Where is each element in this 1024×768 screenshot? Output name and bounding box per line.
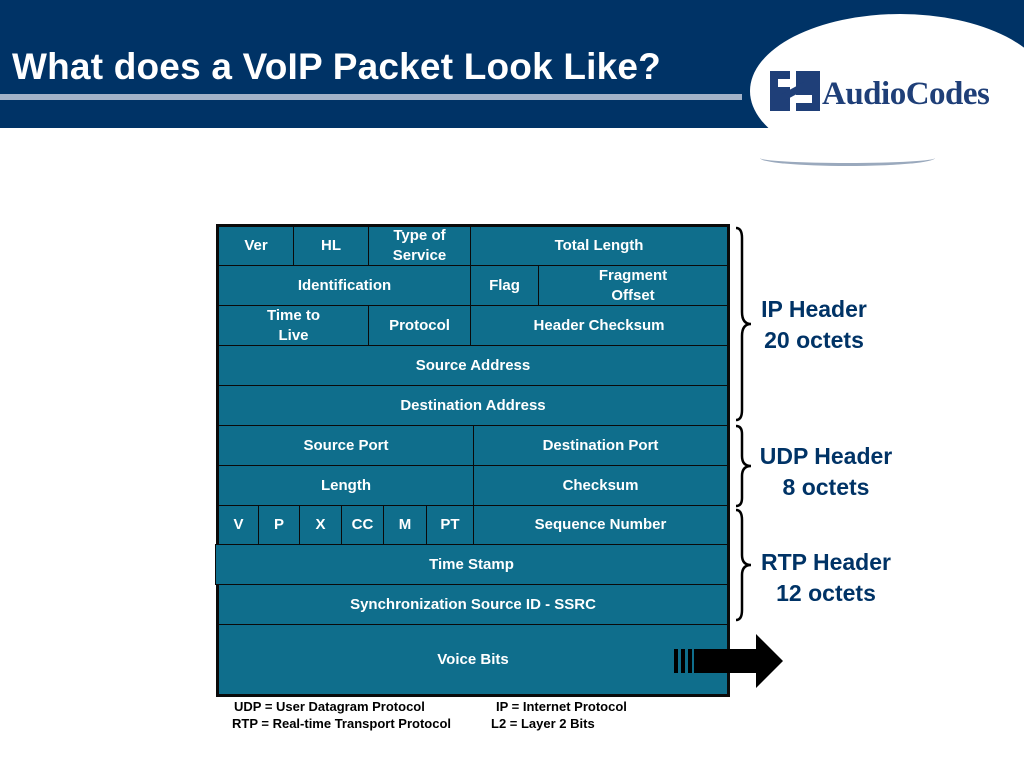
ip-header-length-field: HL (293, 226, 369, 266)
udp-length-field: Length (218, 465, 474, 506)
rtp-extension-field: X (299, 505, 342, 545)
packet-frame (216, 224, 730, 697)
rtp-padding-field: P (258, 505, 300, 545)
ip-version-field: Ver (218, 226, 294, 266)
ip-flag-field: Flag (470, 265, 539, 306)
rtp-header-brace (735, 508, 752, 622)
slide-title: What does a VoIP Packet Look Like? (12, 46, 661, 87)
audiocodes-logo-text: AudioCodes (822, 76, 990, 112)
ip-header-checksum-field: Header Checksum (470, 305, 728, 346)
title-banner: What does a VoIP Packet Look Like? (0, 0, 1024, 128)
legend-ip: IP = Internet Protocol (496, 699, 627, 714)
legend-rtp: RTP = Real-time Transport Protocol (232, 716, 452, 731)
rtp-header-size: 12 octets (776, 580, 876, 606)
logo-swoosh (760, 150, 935, 166)
ip-source-address-field: Source Address (218, 345, 728, 386)
audiocodes-logo-icon (770, 71, 820, 111)
ip-type-of-service-field: Type of Service (368, 226, 471, 266)
ip-destination-address-field: Destination Address (218, 385, 728, 426)
voice-bits-payload: Voice Bits (218, 624, 728, 695)
udp-header-size: 8 octets (782, 474, 870, 500)
rtp-header-label: RTP Header 12 octets (748, 547, 904, 609)
udp-source-port-field: Source Port (218, 425, 474, 466)
rtp-marker-field: M (383, 505, 427, 545)
udp-header-brace (735, 424, 752, 508)
ip-protocol-field: Protocol (368, 305, 471, 346)
rtp-header-name: RTP Header (761, 549, 891, 575)
rtp-time-stamp-field: Time Stamp (215, 544, 728, 585)
ip-fragment-offset-field: Fragment Offset (538, 265, 728, 306)
legend-udp: UDP = User Datagram Protocol (234, 699, 425, 714)
rtp-sequence-number-field: Sequence Number (473, 505, 728, 545)
udp-header-label: UDP Header 8 octets (748, 441, 904, 503)
legend-l2: L2 = Layer 2 Bits (491, 716, 595, 731)
udp-header-name: UDP Header (759, 443, 893, 469)
udp-checksum-field: Checksum (473, 465, 728, 506)
udp-destination-port-field: Destination Port (473, 425, 728, 466)
ip-header-brace (735, 226, 752, 422)
rtp-ssrc-field: Synchronization Source ID - SSRC (218, 584, 728, 625)
rtp-csrc-count-field: CC (341, 505, 384, 545)
continuation-arrow-icon (674, 634, 783, 688)
ip-time-to-live-field: Time to Live (218, 305, 369, 346)
rtp-payload-type-field: PT (426, 505, 474, 545)
ip-identification-field: Identification (218, 265, 471, 306)
title-underline (0, 94, 742, 100)
rtp-version-field: V (218, 505, 259, 545)
ip-header-size: 20 octets (764, 327, 864, 353)
ip-header-label: IP Header 20 octets (744, 294, 884, 356)
ip-total-length-field: Total Length (470, 226, 728, 266)
ip-header-name: IP Header (761, 296, 867, 322)
